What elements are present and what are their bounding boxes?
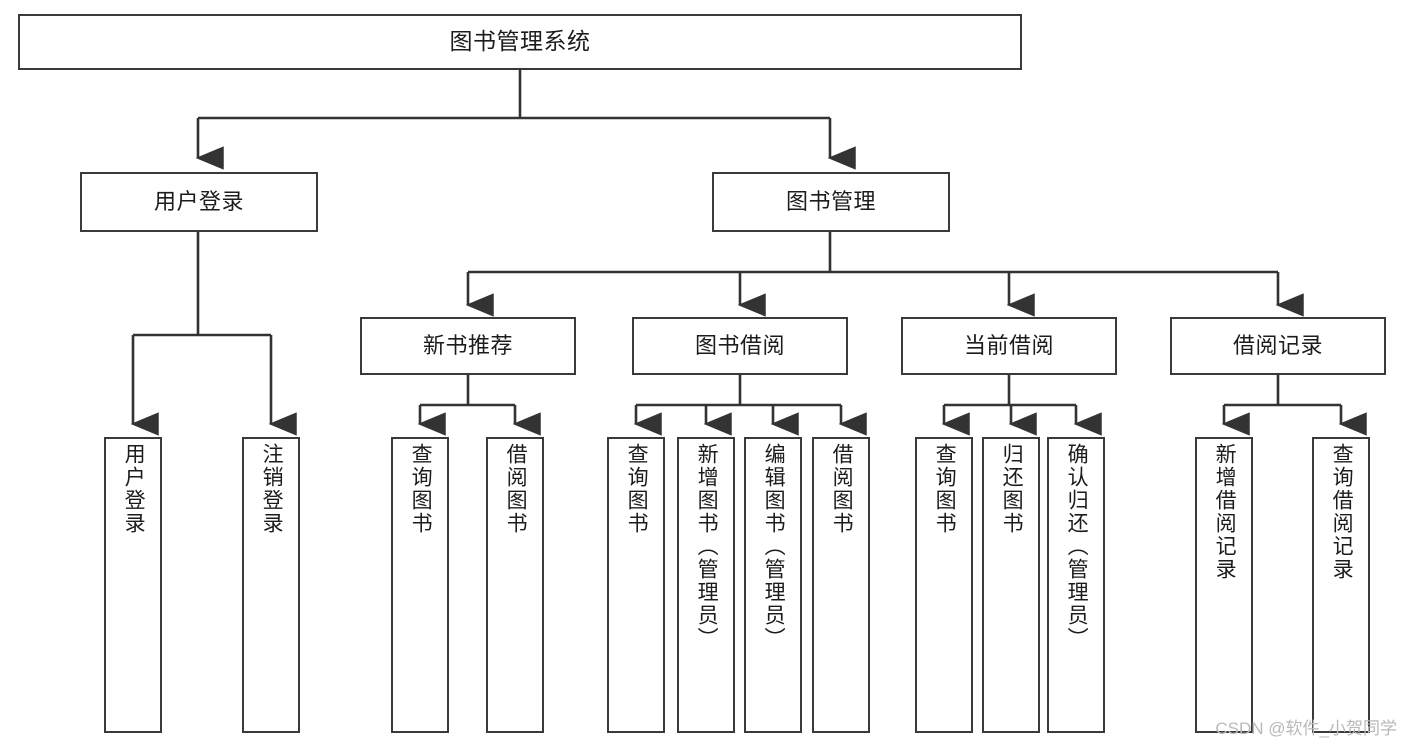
node-label: 归还图书	[1000, 443, 1024, 535]
leaf-current-borrow-return-book[interactable]: 归还图书	[982, 437, 1040, 733]
node-label: 图书借阅	[694, 332, 785, 358]
leaf-book-borrow-borrow-book[interactable]: 借阅图书	[812, 437, 870, 733]
leaf-user-login-login[interactable]: 用户登录	[104, 437, 162, 733]
node-label: 用户登录	[122, 443, 146, 535]
node-new-book-recommend[interactable]: 新书推荐	[360, 317, 576, 375]
node-user-login[interactable]: 用户登录	[80, 172, 318, 232]
leaf-current-borrow-query-book[interactable]: 查询图书	[915, 437, 973, 733]
node-label: 查询图书	[933, 443, 957, 535]
leaf-current-borrow-confirm-return-admin[interactable]: 确认归还（管理员）	[1047, 437, 1105, 733]
node-label: 用户登录	[153, 188, 244, 214]
leaf-new-book-query-book[interactable]: 查询图书	[391, 437, 449, 733]
node-current-borrow[interactable]: 当前借阅	[901, 317, 1117, 375]
node-label: 查询图书	[409, 443, 433, 535]
node-label: 确认归还（管理员）	[1065, 443, 1089, 650]
node-label: 查询借阅记录	[1330, 443, 1354, 581]
node-label: 借阅记录	[1232, 332, 1323, 358]
node-root-book-management-system[interactable]: 图书管理系统	[18, 14, 1022, 70]
leaf-book-borrow-query-book[interactable]: 查询图书	[607, 437, 665, 733]
node-borrow-record[interactable]: 借阅记录	[1170, 317, 1386, 375]
leaf-book-borrow-edit-book-admin[interactable]: 编辑图书（管理员）	[744, 437, 802, 733]
leaf-borrow-record-add-record[interactable]: 新增借阅记录	[1195, 437, 1253, 733]
node-label: 借阅图书	[504, 443, 528, 535]
node-label: 图书管理	[785, 188, 876, 214]
leaf-book-borrow-add-book-admin[interactable]: 新增图书（管理员）	[677, 437, 735, 733]
node-label: 借阅图书	[830, 443, 854, 535]
node-book-management[interactable]: 图书管理	[712, 172, 950, 232]
node-book-borrow[interactable]: 图书借阅	[632, 317, 848, 375]
node-label: 查询图书	[625, 443, 649, 535]
node-label: 注销登录	[260, 443, 284, 535]
node-label: 当前借阅	[963, 332, 1054, 358]
node-label: 新书推荐	[422, 332, 513, 358]
leaf-borrow-record-query-record[interactable]: 查询借阅记录	[1312, 437, 1370, 733]
node-label: 新增借阅记录	[1213, 443, 1237, 581]
node-label: 图书管理系统	[449, 28, 591, 55]
node-label: 编辑图书（管理员）	[762, 443, 786, 650]
leaf-new-book-borrow-book[interactable]: 借阅图书	[486, 437, 544, 733]
leaf-user-login-logout[interactable]: 注销登录	[242, 437, 300, 733]
node-label: 新增图书（管理员）	[695, 443, 719, 650]
